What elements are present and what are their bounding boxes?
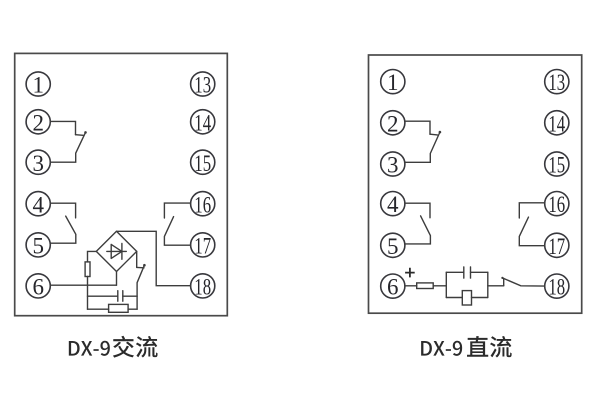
svg-text:1: 1 — [32, 73, 44, 98]
svg-text:5: 5 — [387, 234, 399, 259]
svg-text:13: 13 — [194, 73, 211, 98]
svg-text:14: 14 — [194, 110, 211, 135]
svg-text:16: 16 — [548, 192, 565, 217]
svg-text:14: 14 — [548, 111, 565, 136]
svg-text:17: 17 — [194, 234, 211, 259]
svg-text:15: 15 — [194, 151, 211, 176]
svg-text:18: 18 — [194, 275, 211, 300]
svg-text:4: 4 — [387, 192, 399, 217]
svg-text:18: 18 — [548, 275, 565, 300]
svg-text:6: 6 — [387, 275, 399, 300]
svg-text:4: 4 — [32, 192, 44, 217]
svg-text:16: 16 — [194, 192, 211, 217]
svg-text:3: 3 — [32, 151, 44, 176]
svg-text:6: 6 — [32, 275, 44, 300]
svg-text:5: 5 — [32, 234, 44, 259]
svg-text:2: 2 — [387, 111, 399, 136]
svg-text:2: 2 — [32, 110, 44, 135]
svg-text:15: 15 — [548, 153, 565, 178]
svg-text:3: 3 — [387, 153, 399, 178]
svg-text:17: 17 — [548, 234, 565, 259]
svg-text:13: 13 — [548, 70, 565, 95]
svg-text:1: 1 — [387, 70, 399, 95]
